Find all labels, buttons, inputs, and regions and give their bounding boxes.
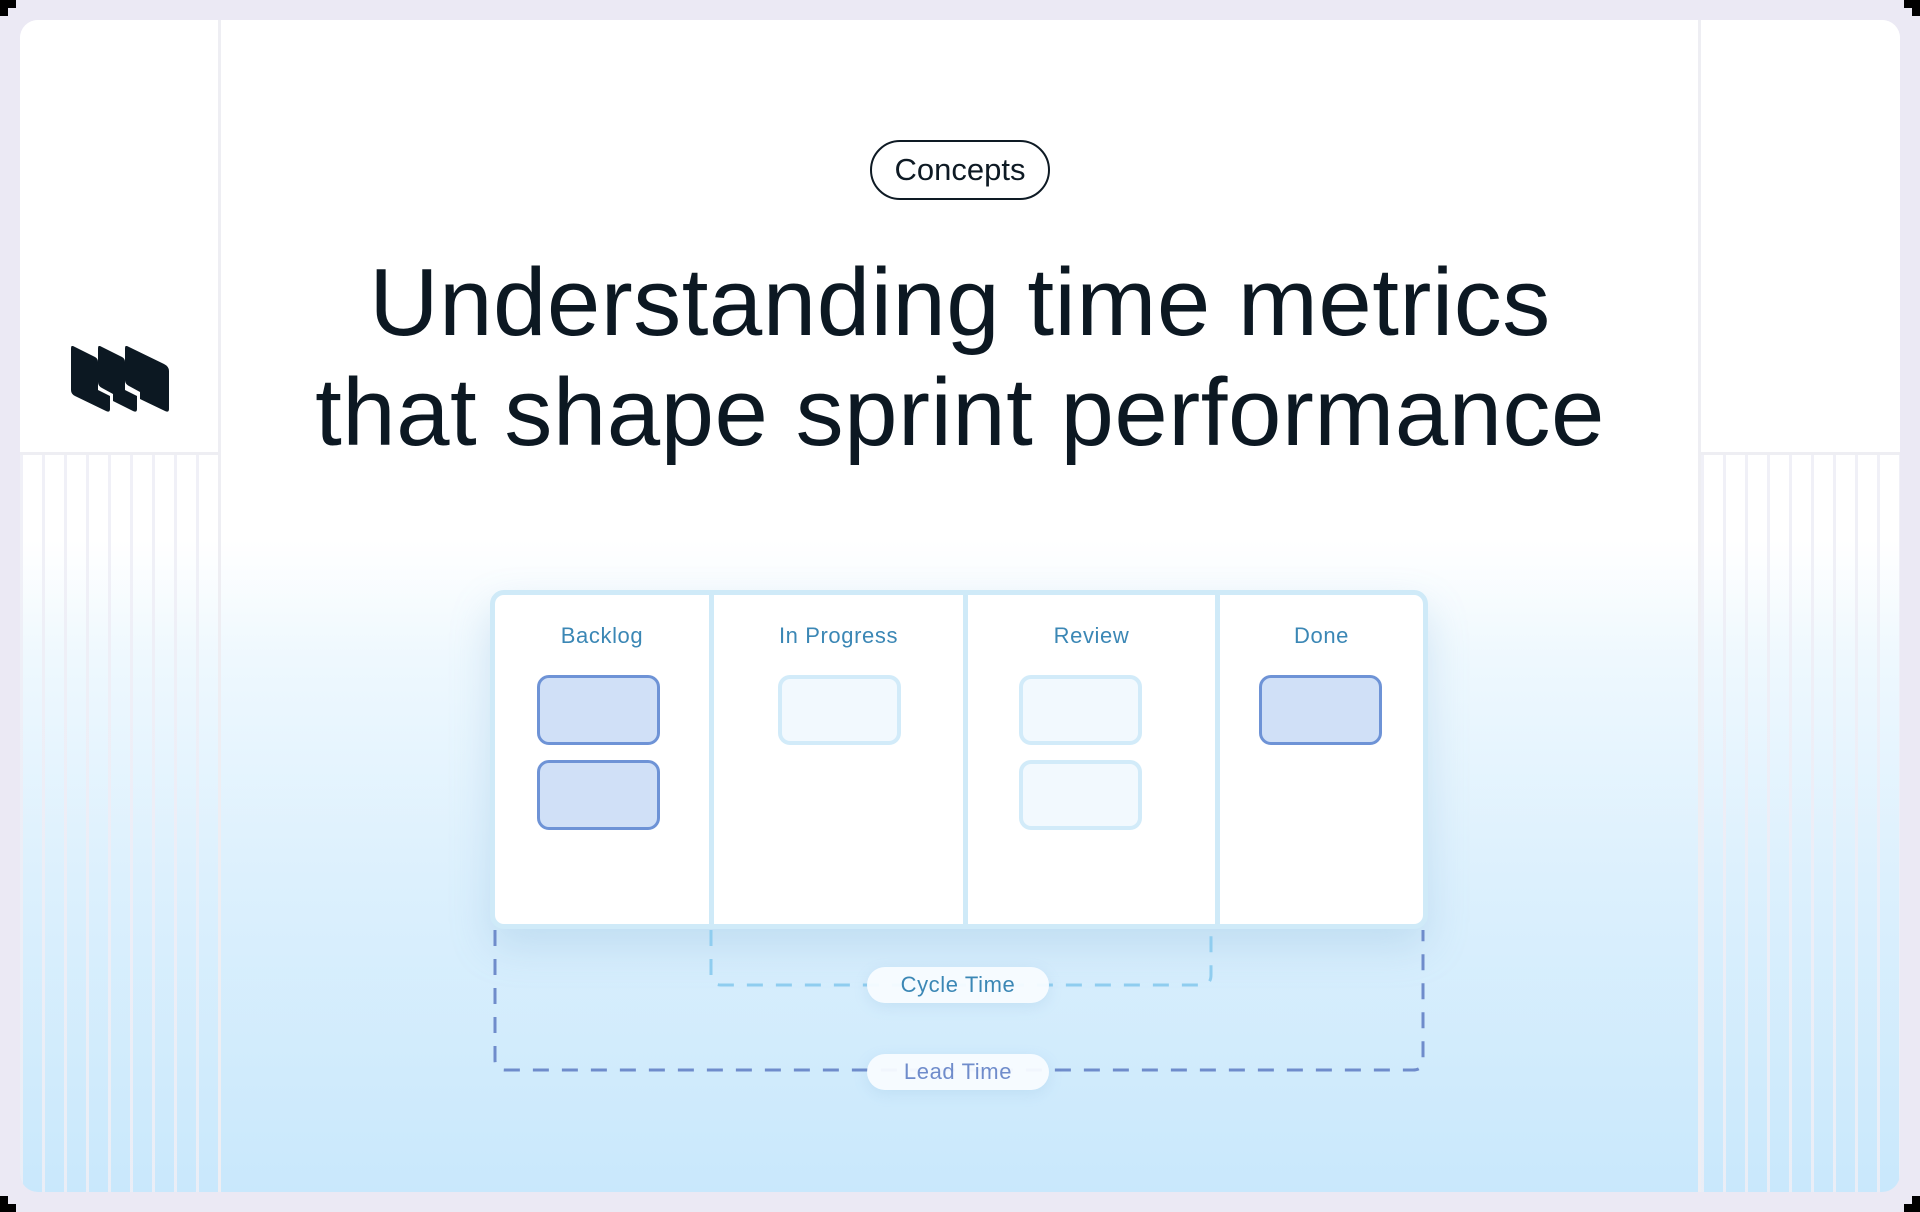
- brand-logo-icon: [71, 346, 169, 412]
- task-card: [537, 675, 660, 745]
- lead-time-label: Lead Time: [867, 1054, 1049, 1090]
- column-backlog: Backlog: [495, 595, 709, 924]
- right-panel-stripes: [1701, 455, 1900, 1192]
- column-review: Review: [963, 595, 1215, 924]
- concepts-badge: Concepts: [870, 140, 1050, 200]
- corner-mark: [1904, 0, 1920, 16]
- task-card: [537, 760, 660, 830]
- task-card: [1019, 675, 1142, 745]
- column-header: In Progress: [778, 623, 899, 648]
- corner-mark: [1904, 1196, 1920, 1212]
- column-header: Backlog: [560, 623, 644, 648]
- title-line-1: Understanding time metrics: [369, 249, 1551, 356]
- task-card: [1259, 675, 1382, 745]
- task-card: [778, 675, 901, 745]
- right-side-panel: [1698, 20, 1900, 1192]
- title-line-2: that shape sprint performance: [315, 359, 1605, 466]
- column-done: Done: [1215, 595, 1423, 924]
- cycle-time-label: Cycle Time: [867, 967, 1049, 1003]
- kanban-board: Backlog In Progress Review Done: [490, 590, 1428, 929]
- column-header: Done: [1294, 623, 1349, 648]
- column-in-progress: In Progress: [709, 595, 963, 924]
- task-card: [1019, 760, 1142, 830]
- left-panel-stripes: [20, 455, 218, 1192]
- corner-mark: [0, 1196, 16, 1212]
- corner-mark: [0, 0, 16, 16]
- left-side-panel: [20, 20, 221, 1192]
- column-header: Review: [1053, 623, 1130, 648]
- page-title: Understanding time metrics that shape sp…: [200, 248, 1720, 468]
- hero-card: Concepts Understanding time metrics that…: [20, 20, 1900, 1192]
- right-panel-top: [1701, 20, 1900, 455]
